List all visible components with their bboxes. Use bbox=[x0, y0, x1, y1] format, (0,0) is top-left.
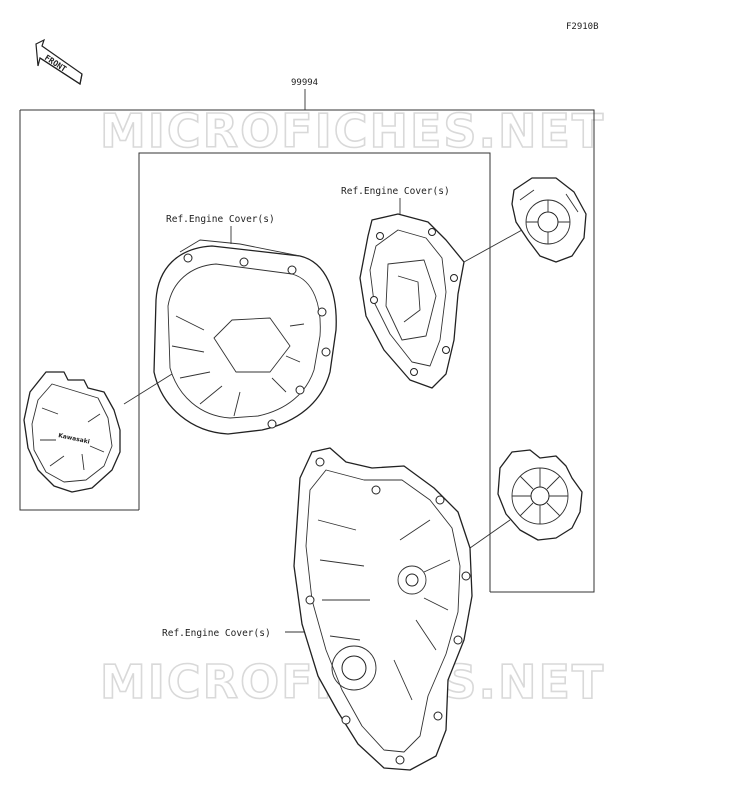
outer-bracket bbox=[19, 109, 595, 593]
ref-engine-cover-label-3[interactable]: Ref.Engine Cover(s) bbox=[162, 628, 271, 639]
figure-code: F2910B bbox=[566, 22, 599, 32]
left-slider-leader bbox=[123, 373, 173, 405]
pulse-cover-slider[interactable] bbox=[511, 177, 587, 263]
front-arrow-icon: FRONT bbox=[35, 38, 83, 85]
alternator-cover-slider-left[interactable]: Kawasaki bbox=[23, 371, 121, 493]
ref-engine-cover-label-2[interactable]: Ref.Engine Cover(s) bbox=[341, 186, 450, 197]
clutch-cover-slider[interactable] bbox=[497, 449, 583, 541]
inner-bracket bbox=[138, 152, 491, 592]
watermark-top: MICROFICHES.NET bbox=[100, 104, 605, 158]
pulse-engine-cover[interactable] bbox=[359, 213, 465, 389]
assembly-part-number[interactable]: 99994 bbox=[291, 78, 318, 88]
ref-engine-cover-label-1[interactable]: Ref.Engine Cover(s) bbox=[166, 214, 275, 225]
alternator-engine-cover[interactable] bbox=[153, 239, 337, 435]
pulse-leader bbox=[463, 229, 523, 263]
clutch-engine-cover[interactable] bbox=[293, 447, 473, 771]
clutch-slider-leader bbox=[469, 519, 511, 549]
